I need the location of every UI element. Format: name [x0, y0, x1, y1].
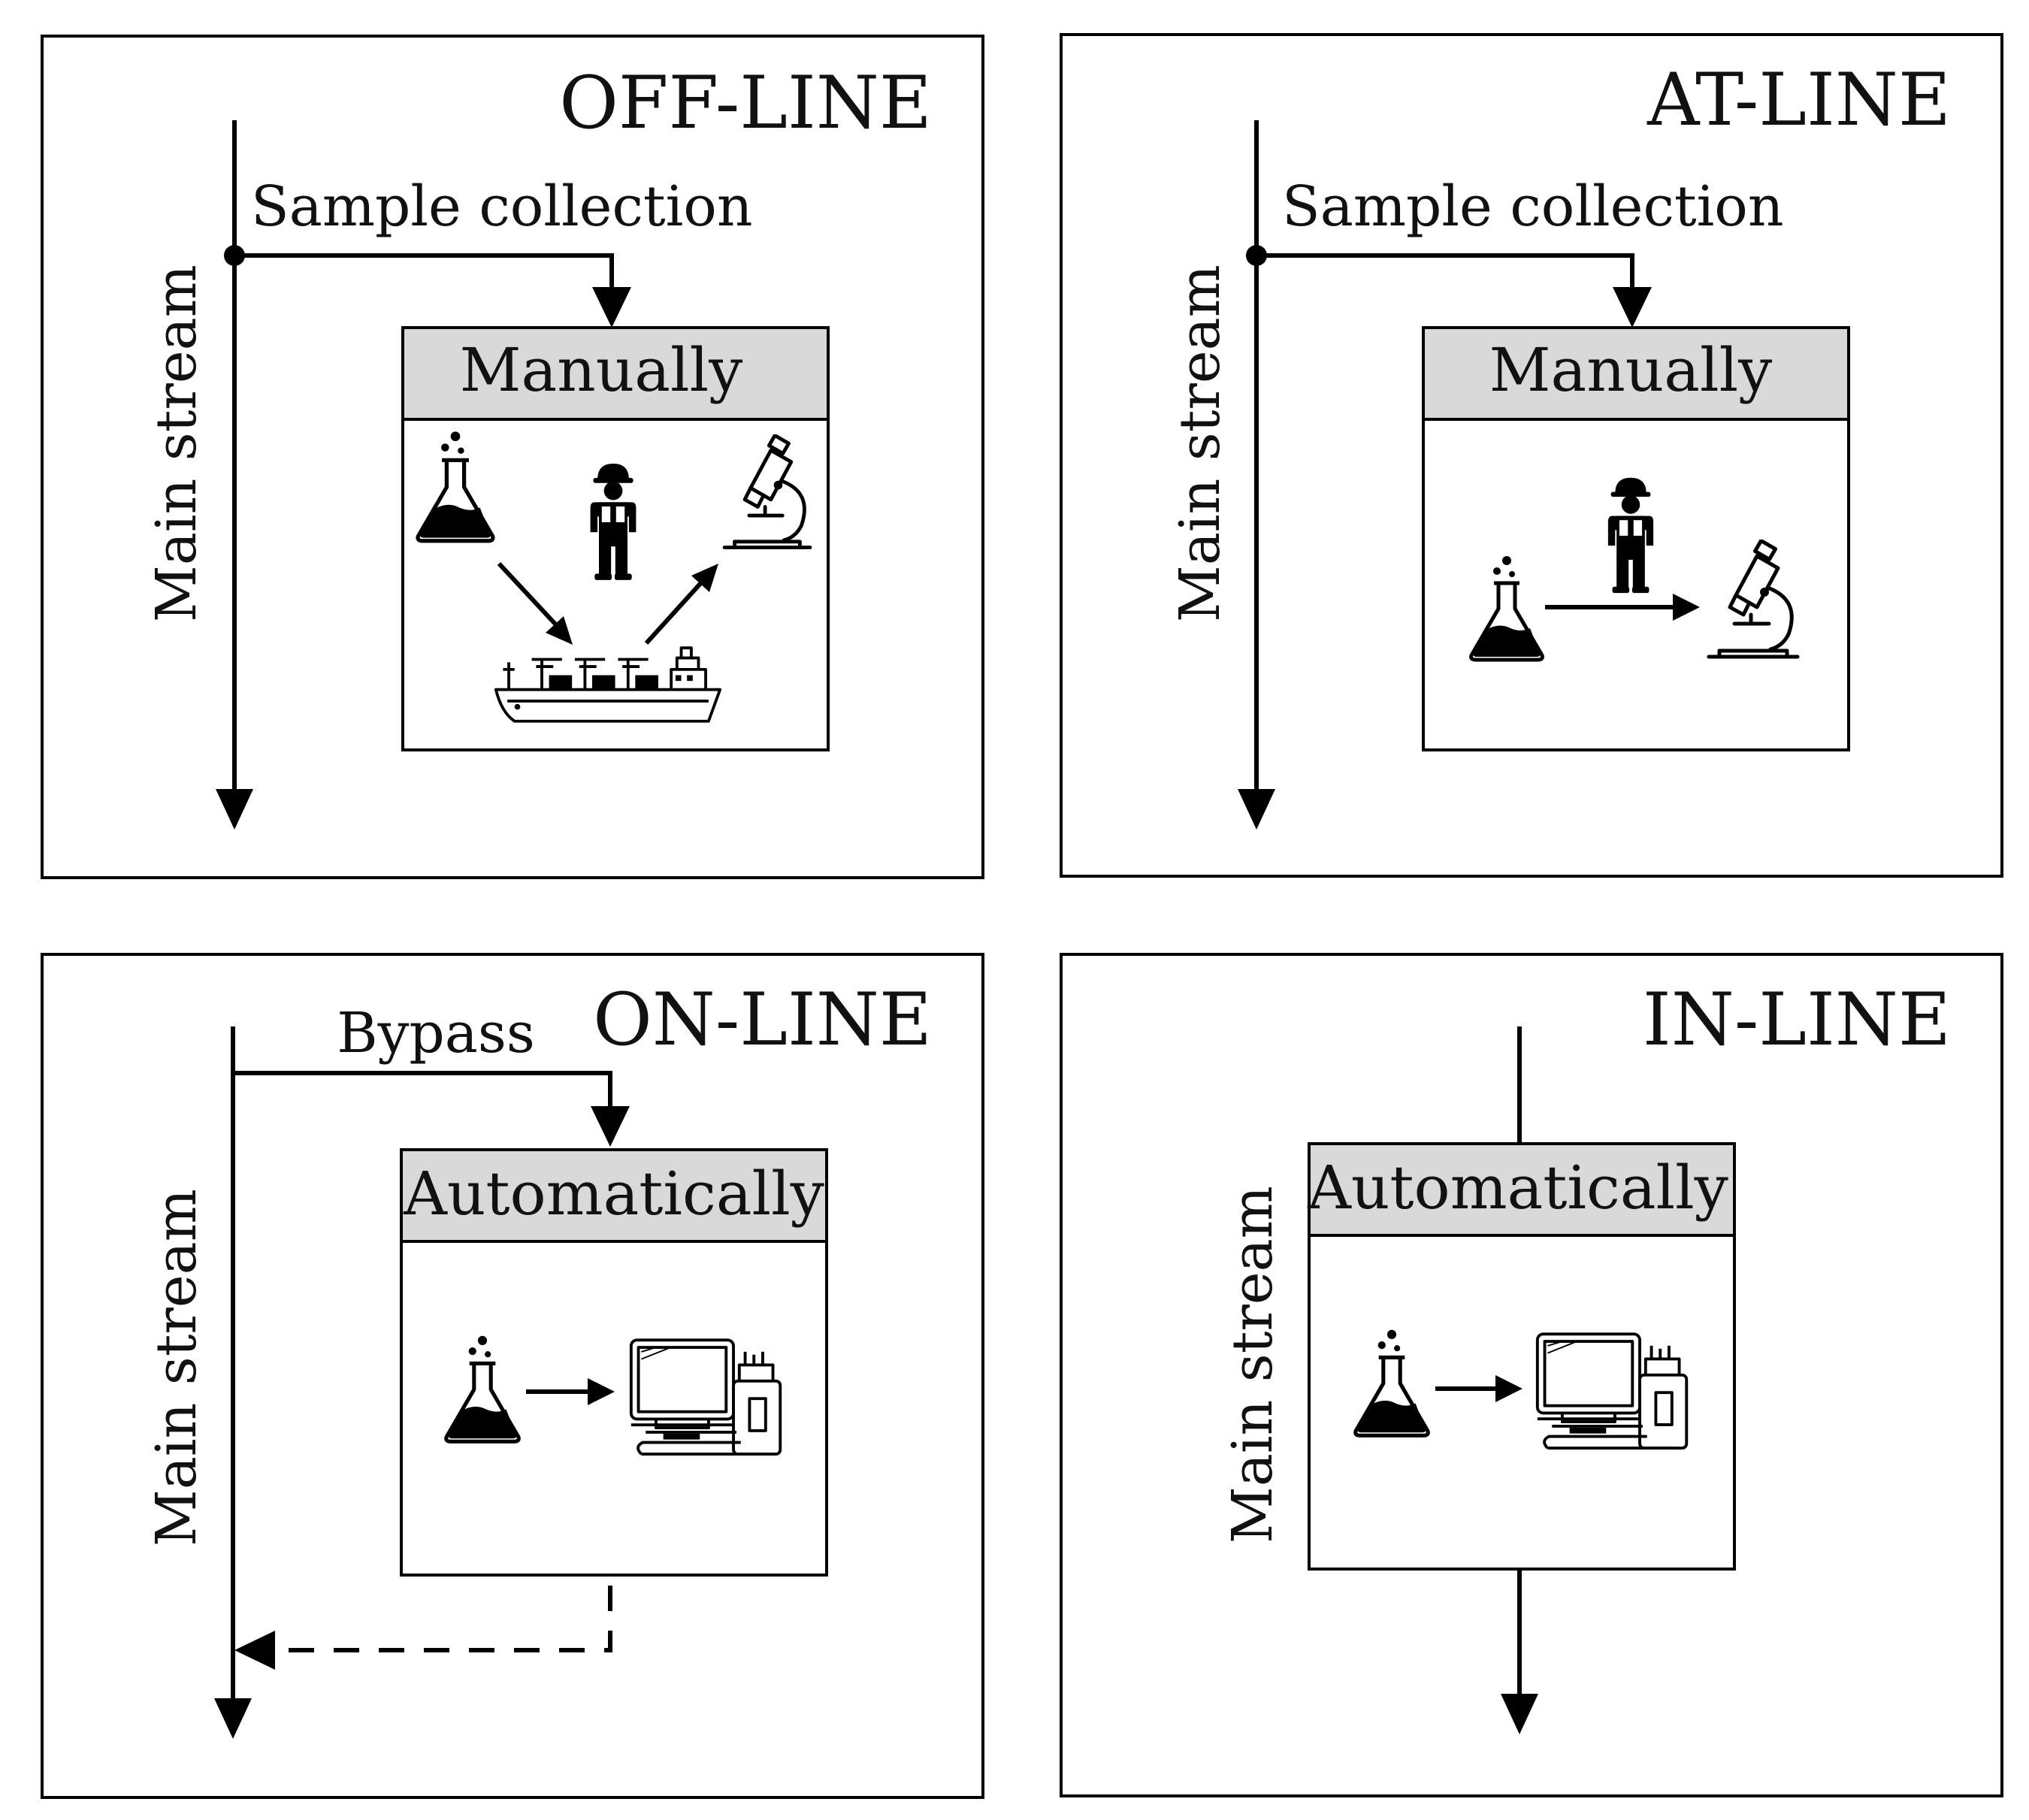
panel-in-line: IN-LINE Main stream Automatically: [1060, 953, 2003, 1797]
stream-label: Main stream: [144, 265, 209, 622]
panel-title: AT-LINE: [1646, 58, 1951, 142]
panel-title: OFF-LINE: [559, 61, 932, 145]
stream-label: Main stream: [1168, 265, 1232, 622]
box-header: [400, 1148, 828, 1243]
flask-to-ship-arrow: [497, 561, 563, 632]
main-stream-arrowhead: [1501, 1694, 1538, 1734]
box-header-label: Automatically: [403, 1159, 824, 1229]
flask-to-analyzer-arrowhead: [1495, 1375, 1523, 1402]
main-stream-arrowhead: [216, 789, 253, 830]
return-dashed-line: [274, 1586, 612, 1652]
panel-title: IN-LINE: [1643, 978, 1951, 1062]
panel-off-line: OFF-LINE Sample collection Main stream M…: [41, 35, 984, 879]
panel-on-line: ON-LINE Bypass Main stream Automatically: [41, 953, 984, 1799]
ship-to-microscope-arrowhead: [691, 564, 718, 592]
main-stream-arrowhead: [214, 1698, 252, 1739]
flow-label: Sample collection: [1282, 174, 1784, 239]
box-header-label: Manually: [460, 335, 743, 405]
flow-label: Sample collection: [251, 174, 753, 239]
panel-frame: [41, 35, 984, 879]
box-header: [1422, 326, 1850, 421]
sample-collection-line: [234, 253, 614, 293]
main-stream-arrowhead: [1238, 789, 1275, 830]
sample-arrowhead: [592, 287, 631, 328]
flask-to-microscope-arrowhead: [1673, 594, 1700, 621]
panel-title: ON-LINE: [593, 978, 932, 1062]
box-header-label: Manually: [1489, 335, 1773, 405]
bypass-arrowhead: [591, 1106, 630, 1147]
sample-arrowhead: [1613, 287, 1652, 328]
flask-to-analyzer-arrowhead: [588, 1378, 615, 1405]
stream-label: Main stream: [1220, 1186, 1285, 1543]
ship-to-microscope-arrow: [644, 576, 707, 645]
panel-frame: [1060, 953, 2003, 1797]
box-header-label: Automatically: [1307, 1153, 1728, 1223]
bypass-line: [233, 1071, 612, 1109]
flask-to-ship-arrowhead: [546, 616, 573, 645]
box-header: [401, 326, 830, 421]
sample-collection-line: [1256, 253, 1634, 293]
panel-frame: [41, 953, 984, 1799]
return-arrowhead: [234, 1631, 275, 1670]
flow-label: Bypass: [337, 1001, 535, 1066]
panel-at-line: AT-LINE Sample collection Main stream Ma…: [1060, 33, 2003, 878]
stream-label: Main stream: [144, 1189, 209, 1546]
box-header: [1308, 1142, 1736, 1237]
panel-frame: [1060, 33, 2003, 878]
